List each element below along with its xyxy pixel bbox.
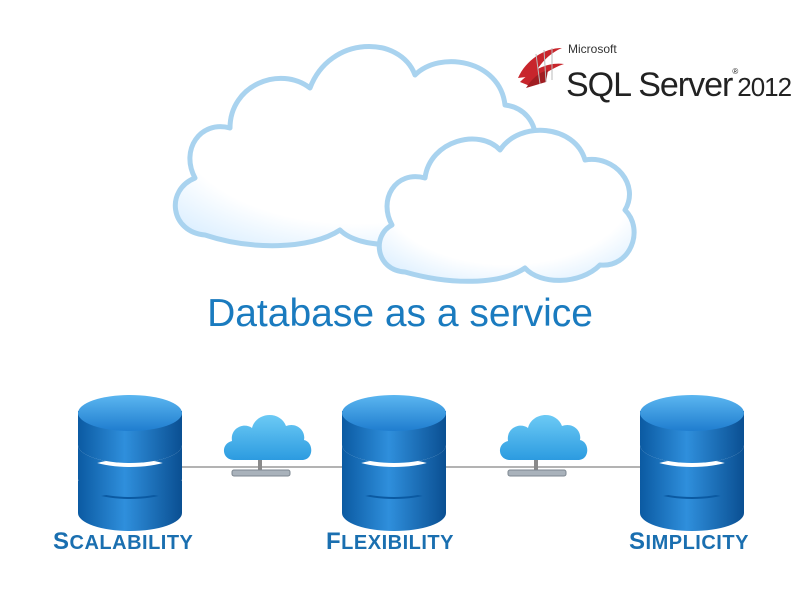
label-simplicity: SIMPLICITY bbox=[629, 528, 749, 556]
sql-server-logo: Microsoft SQL Server®2012 bbox=[514, 40, 792, 104]
logo-brand: Microsoft bbox=[568, 42, 617, 56]
label-rest: IMPLICITY bbox=[645, 532, 749, 554]
label-initial: S bbox=[53, 528, 70, 555]
logo-product-name: SQL Server bbox=[566, 66, 733, 104]
sql-server-logo-icon bbox=[518, 48, 564, 88]
database-icon bbox=[342, 395, 446, 531]
label-scalability: SCALABILITY bbox=[53, 528, 193, 556]
logo-product: SQL Server®2012 bbox=[566, 66, 792, 104]
network-cloud-icon bbox=[223, 414, 312, 477]
page-title: Database as a service bbox=[207, 292, 593, 335]
database-icon bbox=[640, 395, 744, 531]
label-flexibility: FLEXIBILITY bbox=[326, 528, 454, 556]
label-rest: LEXIBILITY bbox=[341, 532, 454, 554]
logo-year: 2012 bbox=[737, 72, 792, 102]
medium-cloud bbox=[376, 127, 637, 284]
network-cloud-icon bbox=[499, 414, 588, 477]
label-initial: S bbox=[629, 528, 646, 555]
label-rest: CALABILITY bbox=[69, 532, 194, 554]
label-initial: F bbox=[326, 528, 342, 555]
database-icon bbox=[78, 395, 182, 531]
